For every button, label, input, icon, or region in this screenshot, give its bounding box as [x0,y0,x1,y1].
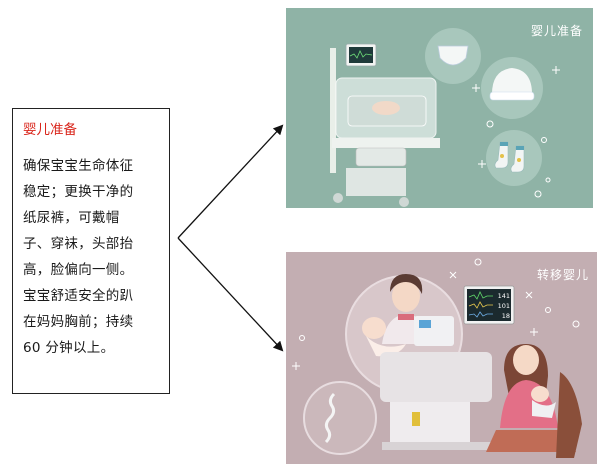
arrow-to-top-panel [177,124,284,239]
panel-top-label: 婴儿准备 [530,24,583,38]
monitor-value-resp: 18 [502,312,510,320]
description-line: 子、穿袜，头部抬 [23,236,134,252]
panel-bottom-label: 转移婴儿 [536,268,589,282]
baby-icon [362,317,406,357]
step-title: 婴儿准备 [23,122,77,138]
baby-hat-icon [489,68,535,101]
arrow-to-bottom-panel [177,237,284,352]
transfer-illustration: 141 101 18 [292,258,582,458]
description-line: 在妈妈胸前；持续 [23,314,134,330]
mother-icon [486,344,582,458]
step-textbox: 婴儿准备 确保宝宝生命体征 稳定；更换干净的 纸尿裤，可戴帽 子、穿袜，头部抬 … [12,108,170,394]
description-line: 60 分钟以上。 [23,340,115,356]
panel-baby-preparation: 婴儿准备 [286,8,593,208]
step-description: 确保宝宝生命体征 稳定；更换干净的 纸尿裤，可戴帽 子、穿袜，头部抬 高，脸偏向… [23,153,161,361]
preparation-illustration [330,28,560,207]
baby-socks-icon [494,141,525,173]
description-line: 纸尿裤，可戴帽 [23,210,120,226]
tube-icon [324,392,336,444]
description-line: 宝宝舒适安全的趴 [23,288,134,304]
description-line: 稳定；更换干净的 [23,184,134,200]
diaper-icon [437,45,469,66]
incubator-icon [330,43,440,207]
vital-monitor-icon: 141 101 18 [463,285,515,325]
description-line: 确保宝宝生命体征 [23,158,134,174]
monitor-value-hr: 141 [498,292,510,300]
monitor-value-spo2: 101 [498,302,510,310]
description-line: 高，脸偏向一侧。 [23,262,134,278]
panel-baby-transfer: 141 101 18 [286,252,597,464]
